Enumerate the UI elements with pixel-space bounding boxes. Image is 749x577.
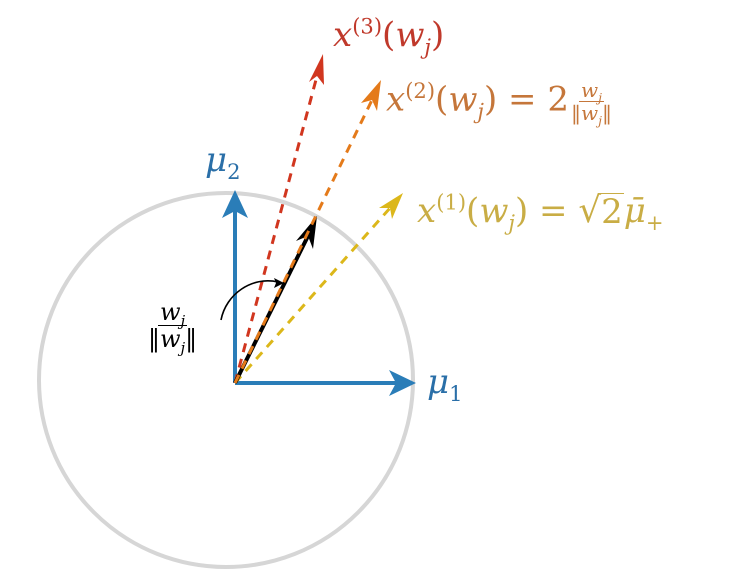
j-subscript: j	[180, 311, 186, 330]
w-symbol: w	[479, 191, 509, 231]
norm-close: ‖	[185, 325, 198, 353]
norm-open: ‖	[570, 101, 581, 125]
paren-close: )	[430, 15, 445, 55]
x-symbol: x	[386, 79, 406, 120]
w-symbol: w	[395, 15, 425, 55]
sqrt-symbol: √	[578, 190, 602, 231]
x2-arrowhead-icon	[361, 80, 381, 111]
w-symbol: w	[160, 298, 181, 326]
mu-symbol: μ	[427, 362, 450, 402]
j-subscript: j	[508, 209, 515, 235]
paren-open: (	[466, 191, 480, 231]
w-normalized-label: wj‖wj‖	[146, 298, 199, 355]
x3-arrowhead-icon	[309, 54, 324, 85]
mu1-label: μ1	[427, 362, 463, 404]
coefficient-two: 2	[547, 79, 569, 120]
paren-close: )	[514, 191, 529, 231]
j-subscript: j	[477, 98, 484, 124]
paren-open: (	[382, 15, 396, 55]
x3-label: x(3)(wj)	[333, 15, 445, 57]
x1-vector	[233, 207, 392, 384]
x-symbol: x	[417, 191, 437, 231]
x1-arrowhead-icon	[379, 193, 403, 219]
plus-subscript: +	[645, 209, 664, 235]
x1-superscript: (1)	[436, 189, 467, 215]
paren-close: )	[483, 79, 498, 120]
j-subscript: j	[598, 113, 602, 128]
x2-vector	[233, 99, 374, 384]
w-symbol: w	[448, 79, 478, 120]
w-symbol: w	[160, 325, 181, 353]
mu2-subscript: 2	[227, 158, 241, 184]
x3-superscript: (3)	[352, 13, 383, 39]
j-subscript: j	[598, 90, 602, 105]
j-subscript: j	[424, 33, 431, 59]
mu1-subscript: 1	[449, 380, 463, 406]
paren-open: (	[435, 79, 449, 120]
equals-sign: =	[528, 191, 579, 231]
x2-superscript: (2)	[405, 78, 436, 104]
w-symbol: w	[580, 101, 599, 125]
w-fraction: wj‖wj‖	[146, 298, 199, 355]
mubar-symbol: μ̄	[623, 191, 646, 231]
x3-vector	[233, 75, 319, 384]
unit-circle-icon	[37, 191, 415, 569]
mu2-arrowhead-icon	[222, 190, 248, 218]
x-symbol: x	[333, 15, 353, 55]
norm-open: ‖	[148, 325, 160, 353]
mu1-arrowhead-icon	[389, 370, 416, 396]
sqrt-argument: 2	[600, 192, 624, 232]
mu-symbol: μ	[205, 140, 228, 180]
mu2-label: μ2	[205, 140, 241, 182]
sqrt-two: √2	[578, 190, 624, 232]
norm-close: ‖	[601, 101, 612, 125]
curved-arrow-icon	[220, 280, 279, 321]
curved-arrowhead-icon	[274, 278, 284, 288]
w-symbol: w	[580, 78, 599, 102]
j-subscript: j	[180, 338, 186, 357]
equals-sign: =	[497, 79, 548, 120]
x2-fraction: wj‖wj‖	[569, 78, 614, 127]
